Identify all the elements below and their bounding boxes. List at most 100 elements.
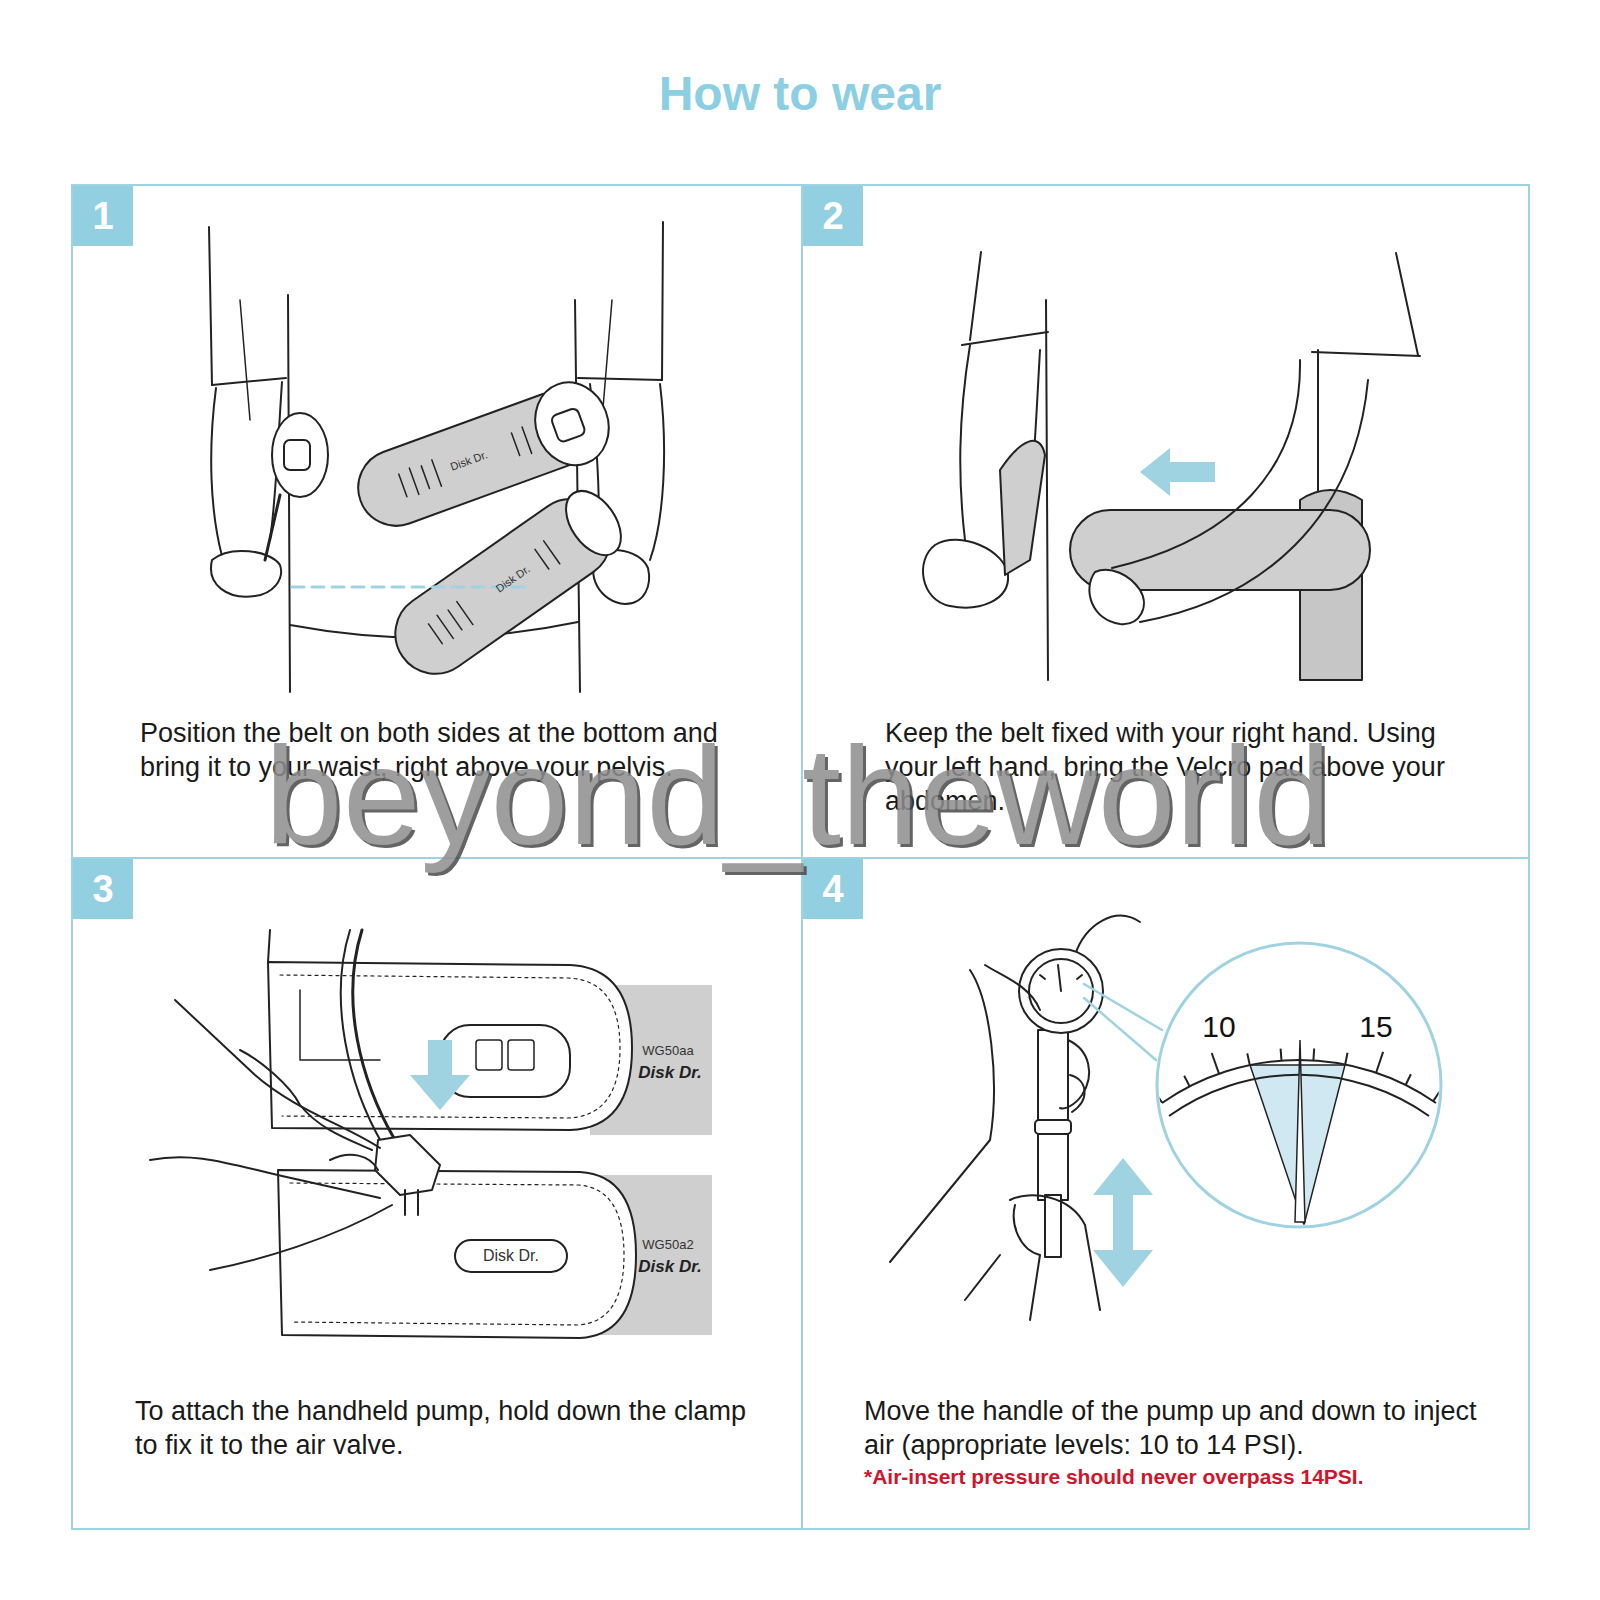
illustration-path (602, 300, 612, 420)
illustration-line (1312, 1049, 1315, 1061)
illustration-line (1184, 1076, 1189, 1087)
illustration-ellipse (555, 481, 632, 565)
text-holder: 15 (1359, 1012, 1392, 1042)
gauge-magnifier: 10 15 (1154, 940, 1444, 1230)
step-number: 4 (822, 870, 843, 908)
illustration-path (211, 388, 222, 556)
illustration-path (341, 930, 383, 1145)
illustration-ellipse (524, 372, 620, 476)
illustration-path (970, 252, 981, 340)
illustration-circle (1019, 949, 1103, 1033)
illustration-polygon (1140, 448, 1215, 496)
illustration-circle (1157, 943, 1441, 1227)
product-marking: Disk Dr. (638, 1064, 701, 1081)
illustration-path (1010, 1195, 1100, 1310)
illustration-path (398, 427, 532, 498)
illustration-rect (550, 407, 586, 443)
illustration-path (290, 1183, 624, 1325)
illustration-path (1046, 300, 1048, 680)
illustration-g (1155, 1040, 1440, 1225)
illustration-path (268, 930, 270, 962)
illustration-path (1075, 916, 1140, 955)
illustration-path (1396, 253, 1418, 355)
step-number: 1 (92, 197, 113, 235)
text-holder: To attach the handheld pump, hold down t… (135, 1394, 765, 1462)
illustration-path (353, 930, 395, 1140)
text-holder: Move the handle of the pump up and down … (864, 1394, 1504, 1462)
illustration-path (175, 1000, 380, 1148)
illustration-path (578, 378, 662, 380)
step-number-box: 1 (73, 186, 133, 246)
text-holder: *Air-insert pressure should never overpa… (864, 1464, 1524, 1490)
illustration-path (965, 1255, 1000, 1300)
step-instruction: To attach the handheld pump, hold down t… (135, 1394, 765, 1462)
label-holder: Disk Dr. (638, 1064, 701, 1081)
illustration-path (278, 1170, 636, 1338)
illustration-path (960, 345, 970, 540)
illustration-path (1084, 998, 1156, 1060)
illustration-rect (1035, 1120, 1071, 1134)
illustration-path (265, 495, 280, 560)
illustration-rect (476, 1040, 502, 1070)
step-number: 2 (822, 197, 843, 235)
illustration-path (330, 1155, 378, 1170)
illustration-path (405, 1190, 418, 1215)
illustration-path (1070, 1075, 1085, 1112)
illustration-path (212, 378, 286, 385)
illustration-path (268, 962, 632, 1130)
product-marking: WG50a2 (642, 1238, 693, 1251)
illustration-line (1247, 1053, 1250, 1065)
step-instruction: Move the handle of the pump up and down … (864, 1394, 1504, 1462)
illustration-line (1155, 1093, 1162, 1103)
label-holder: Disk Dr. (638, 1258, 701, 1275)
label-holder: beyond_theworld (265, 726, 1331, 866)
product-marking: Disk Dr. (483, 1248, 539, 1264)
illustration-rect (1045, 1195, 1061, 1257)
gauge-scale-number: 15 (1359, 1012, 1392, 1042)
illustration-path (1317, 350, 1319, 495)
gauge-scale-number: 10 (1202, 1012, 1235, 1042)
illustration-svg (1154, 940, 1444, 1230)
illustration-path (662, 222, 663, 380)
label-holder: Disk Dr. (483, 1248, 539, 1264)
step-number-box: 3 (73, 859, 133, 919)
illustration-ellipse (272, 413, 328, 497)
illustration-path (375, 1135, 440, 1195)
illustration-line (1280, 1049, 1283, 1061)
step-number: 3 (92, 870, 113, 908)
step-number-box: 2 (803, 186, 863, 246)
illustration-path (211, 551, 281, 597)
watermark: beyond_theworld (265, 726, 1331, 866)
product-marking: WG50aa (642, 1044, 693, 1057)
illustration-line (1376, 1052, 1383, 1073)
illustration-path (985, 965, 1040, 1010)
label-holder: WG50aa (642, 1044, 693, 1057)
warning-note: *Air-insert pressure should never overpa… (864, 1464, 1524, 1490)
illustration-rect (508, 1040, 534, 1070)
diagram-title: How to wear (0, 68, 1600, 121)
illustration-circle (1029, 959, 1093, 1023)
illustration-rect (1038, 1030, 1068, 1200)
illustration-path (1312, 352, 1420, 356)
illustration-path (1112, 360, 1300, 568)
illustration-line (1406, 1074, 1411, 1085)
illustration-path (240, 1050, 372, 1150)
illustration-path (1060, 1040, 1089, 1108)
illustration-polygon (1093, 1158, 1153, 1287)
text-holder: 10 (1202, 1012, 1235, 1042)
illustration-line (1345, 1053, 1347, 1065)
illustration-path (150, 1157, 380, 1198)
illustration-path (890, 970, 994, 1262)
illustration-polygon (410, 1040, 470, 1110)
illustration-path (1089, 570, 1144, 624)
illustration-path (1000, 441, 1045, 575)
illustration-rect (455, 1240, 567, 1272)
illustration-line (1212, 1053, 1219, 1074)
illustration-rect (284, 440, 310, 470)
instruction-panel: Move the handle of the pump up and down … (801, 857, 1530, 1530)
step-number-box: 4 (803, 859, 863, 919)
illustration-line (1433, 1091, 1440, 1101)
illustration-path (1040, 965, 1082, 991)
illustration-path (962, 332, 1048, 345)
